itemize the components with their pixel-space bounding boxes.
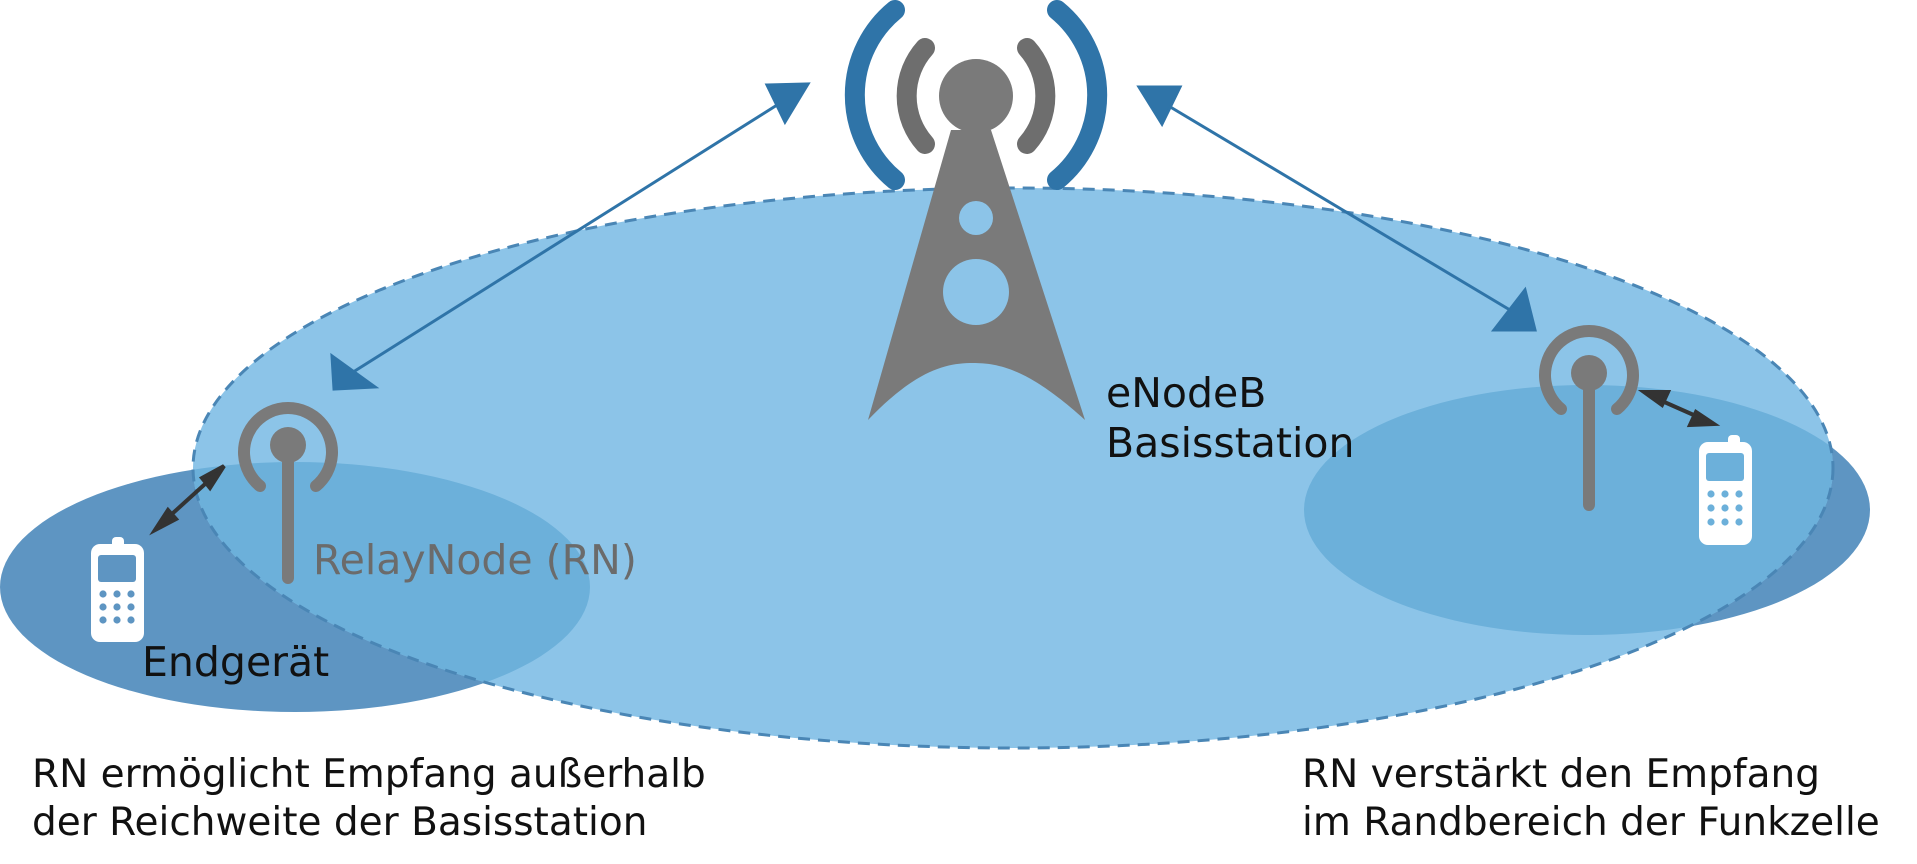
- relay-antenna-icon: [1539, 325, 1639, 511]
- end-device-label: Endgerät: [142, 638, 330, 686]
- device-link-arrow-left: [149, 464, 226, 536]
- right-caption-line1: RN verstärkt den Empfang: [1302, 752, 1820, 797]
- left-caption-line2: der Reichweite der Basisstation: [32, 799, 648, 845]
- mobile-phone-icon: [1699, 435, 1752, 545]
- left-caption: RN ermöglicht Empfang außerhalb der Reic…: [32, 751, 706, 846]
- relay-node-label: RelayNode (RN): [313, 536, 637, 584]
- link-arrow-left: [330, 82, 811, 391]
- enodeb-label-line1: eNodeB: [1106, 369, 1267, 417]
- link-arrow-right: [1136, 85, 1537, 332]
- device-link-arrow-right: [1637, 390, 1721, 428]
- enodeb-label: eNodeB Basisstation: [1106, 368, 1354, 468]
- right-caption: RN verstärkt den Empfang im Randbereich …: [1302, 751, 1880, 846]
- main-cell-border: [191, 186, 1835, 750]
- relay-antenna-icon: [238, 402, 338, 584]
- left-caption-line1: RN ermöglicht Empfang außerhalb: [32, 752, 706, 797]
- enodeb-label-line2: Basisstation: [1106, 419, 1355, 468]
- mobile-phone-icon: [91, 537, 144, 642]
- right-caption-line2: im Randbereich der Funkzelle: [1302, 799, 1880, 845]
- cell-tower-icon: [844, 0, 1108, 420]
